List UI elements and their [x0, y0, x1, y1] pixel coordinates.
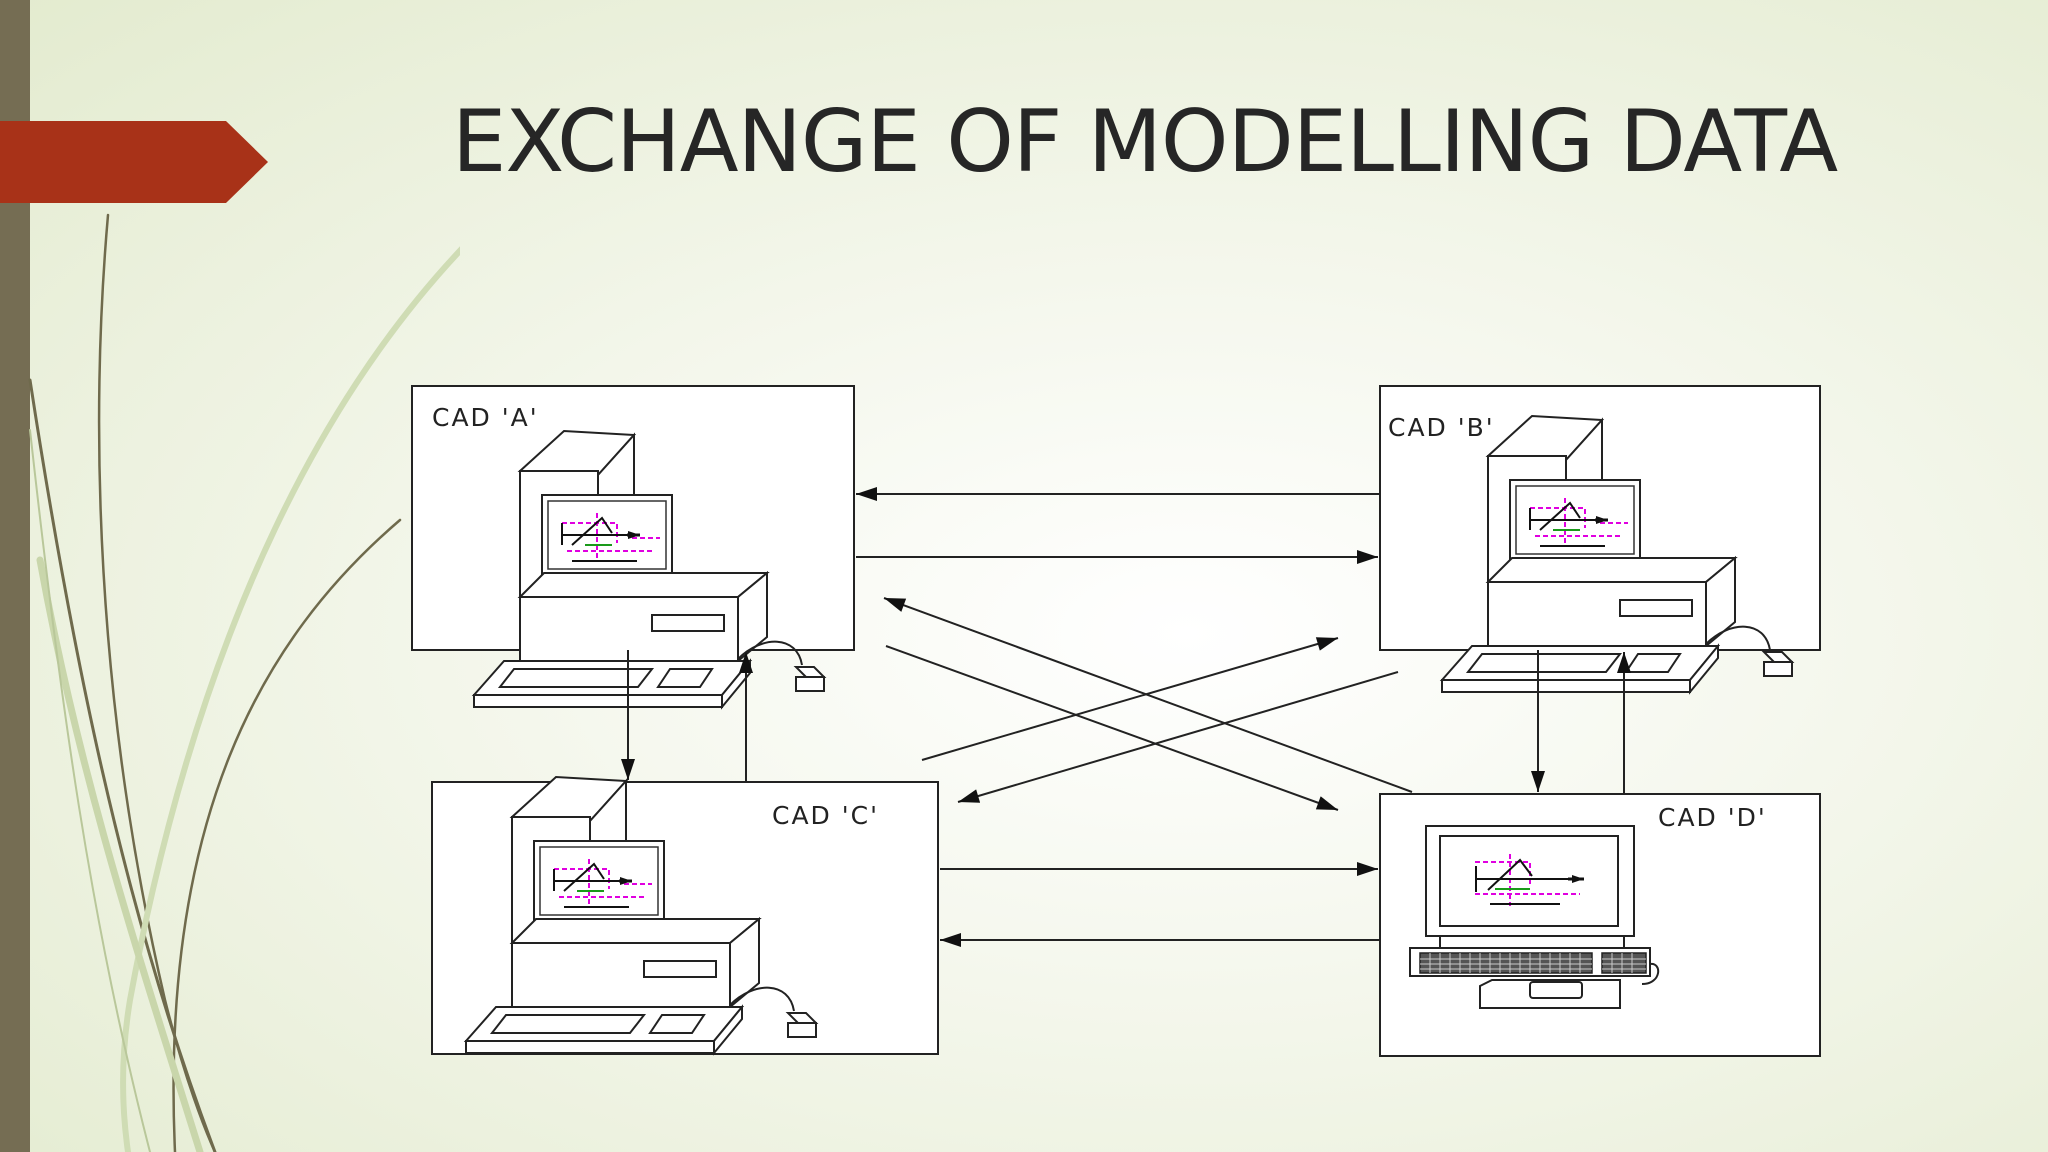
cad-node-b: CAD 'B': [1379, 385, 1821, 692]
arrow-b-to-c: [957, 671, 1399, 803]
arrow-d-to-a: [883, 597, 1413, 793]
decorative-curves: [28, 213, 460, 1152]
cad-node-a-label: CAD 'A': [432, 403, 539, 432]
cad-node-b-label: CAD 'B': [1388, 413, 1495, 442]
cad-node-d: CAD 'D': [1379, 793, 1821, 1057]
cad-node-d-label: CAD 'D': [1658, 803, 1767, 832]
cad-node-c: CAD 'C': [431, 777, 939, 1055]
arrow-a-to-d: [885, 645, 1339, 811]
cad-node-a: CAD 'A': [411, 385, 855, 707]
slide-title: EXCHANGE OF MODELLING DATA: [452, 92, 1838, 192]
arrow-c-to-b: [921, 637, 1339, 761]
title-arrow-accent: [0, 121, 268, 203]
cad-node-c-label: CAD 'C': [772, 801, 879, 830]
